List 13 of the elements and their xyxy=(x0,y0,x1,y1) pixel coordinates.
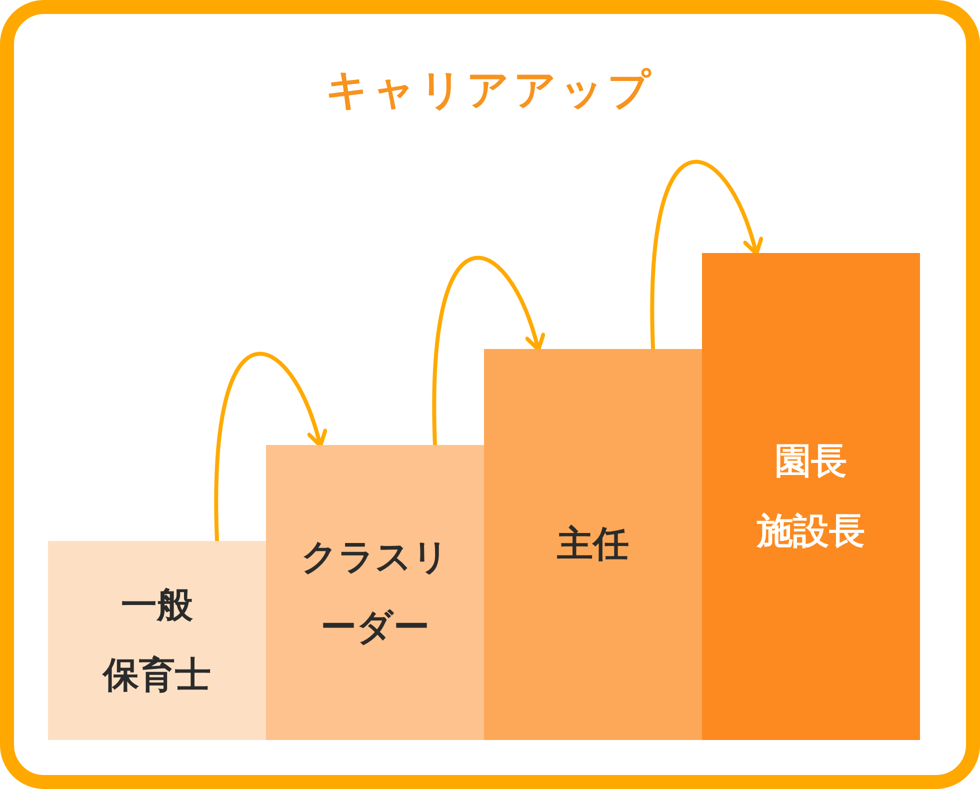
step-bar xyxy=(48,541,266,740)
step-bar xyxy=(266,445,484,740)
step-label: 一般保育士 xyxy=(103,584,211,698)
curved-arrow xyxy=(650,160,763,351)
step-label: クラスリーダー xyxy=(301,536,449,650)
step-label: 園長 xyxy=(775,440,847,484)
step-bar xyxy=(484,349,702,740)
step-label: 施設長 xyxy=(757,510,865,554)
step-label: 主任 xyxy=(557,522,629,566)
curved-arrow xyxy=(214,352,327,543)
step-bar xyxy=(702,253,920,740)
title: キャリアアップ xyxy=(324,64,656,116)
curved-arrow xyxy=(432,256,545,447)
